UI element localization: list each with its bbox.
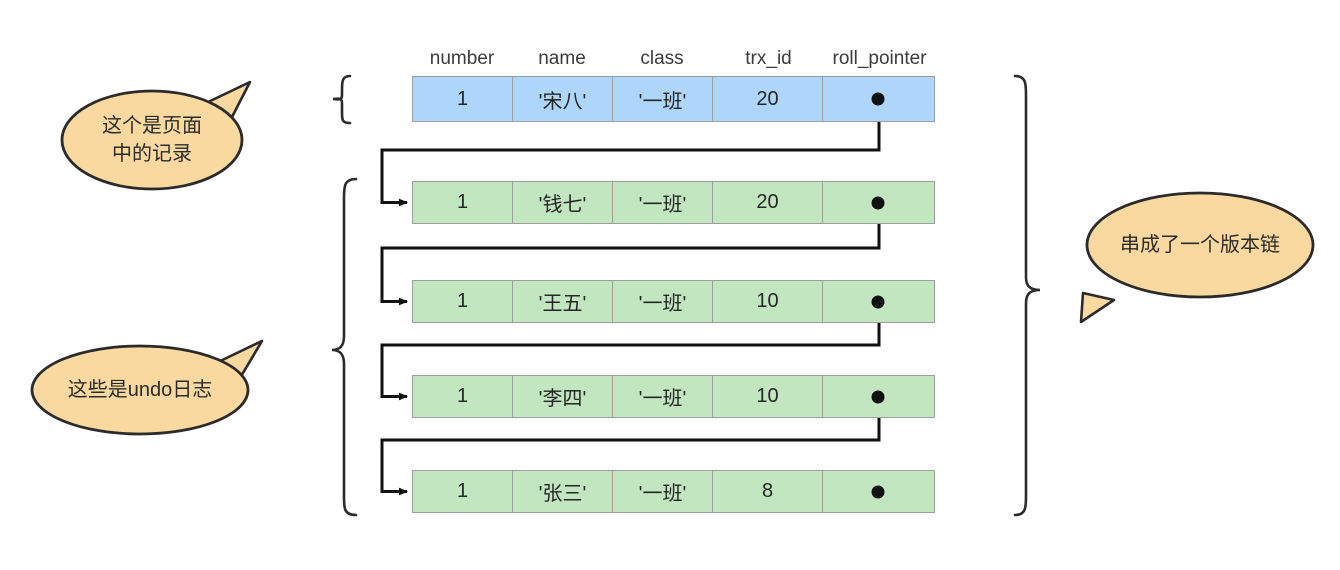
cell-class: '一班' — [613, 376, 713, 417]
cell-class: '一班' — [613, 77, 713, 121]
cell-name: '钱七' — [513, 182, 613, 223]
link-row2-to-row3 — [380, 202, 881, 306]
callout-page-record-text-wrap: 这个是页面 中的记录 — [62, 112, 242, 172]
cell-class: '一班' — [613, 281, 713, 322]
column-header-class: class — [640, 48, 684, 69]
callout-version-chain-text: 串成了一个版本链 — [1120, 234, 1280, 256]
undo-log-brace — [331, 177, 358, 517]
table-row: 1 '王五' '一班' 10 — [412, 280, 935, 323]
table-row: 1 '张三' '一班' 8 — [412, 470, 935, 513]
column-header-name: name — [538, 48, 586, 69]
cell-name: '李四' — [513, 376, 613, 417]
column-header-number: number — [429, 48, 495, 69]
link-row4-to-row5 — [380, 396, 881, 496]
cell-trx-id: 20 — [713, 77, 823, 121]
callout-undo-logs-text: 这些是undo日志 — [67, 379, 213, 401]
cell-roll-pointer — [823, 376, 933, 417]
callout-version-chain — [1079, 191, 1315, 324]
roll-pointer-dot-icon — [871, 485, 885, 498]
table-row: 1 '钱七' '一班' 20 — [412, 181, 935, 224]
cell-trx-id: 10 — [713, 281, 823, 322]
cell-name: '王五' — [513, 281, 613, 322]
cell-class: '一班' — [613, 471, 713, 512]
cell-roll-pointer — [823, 281, 933, 322]
link-row3-to-row4 — [380, 301, 881, 401]
cell-trx-id: 10 — [713, 376, 823, 417]
page-record-brace — [332, 74, 352, 125]
roll-pointer-dot-icon — [871, 390, 885, 403]
cell-number: 1 — [413, 182, 513, 223]
cell-roll-pointer — [823, 182, 933, 223]
callout-version-chain-text-wrap: 串成了一个版本链 — [1087, 231, 1313, 261]
cell-roll-pointer — [823, 471, 933, 512]
link-row1-to-row2 — [380, 99, 881, 207]
callout-page-record-text: 这个是页面 中的记录 — [102, 115, 202, 165]
cell-number: 1 — [413, 281, 513, 322]
roll-pointer-dot-icon — [871, 196, 885, 209]
cell-name: '张三' — [513, 471, 613, 512]
callout-undo-logs-text-wrap: 这些是undo日志 — [32, 376, 248, 406]
table-row: 1 '李四' '一班' 10 — [412, 375, 935, 418]
cell-name: '宋八' — [513, 77, 613, 121]
cell-number: 1 — [413, 376, 513, 417]
column-header-trx-id: trx_id — [745, 48, 792, 69]
callout-undo-logs — [30, 339, 264, 436]
cell-class: '一班' — [613, 182, 713, 223]
cell-trx-id: 20 — [713, 182, 823, 223]
table-row: 1 '宋八' '一班' 20 — [412, 76, 935, 122]
roll-pointer-dot-icon — [871, 295, 885, 308]
version-chain-brace — [1013, 74, 1041, 517]
column-header-roll-pointer: roll_pointer — [832, 48, 927, 69]
cell-trx-id: 8 — [713, 471, 823, 512]
cell-number: 1 — [413, 77, 513, 121]
callout-page-record — [60, 80, 252, 191]
cell-number: 1 — [413, 471, 513, 512]
cell-roll-pointer — [823, 77, 933, 121]
roll-pointer-dot-icon — [871, 92, 885, 106]
